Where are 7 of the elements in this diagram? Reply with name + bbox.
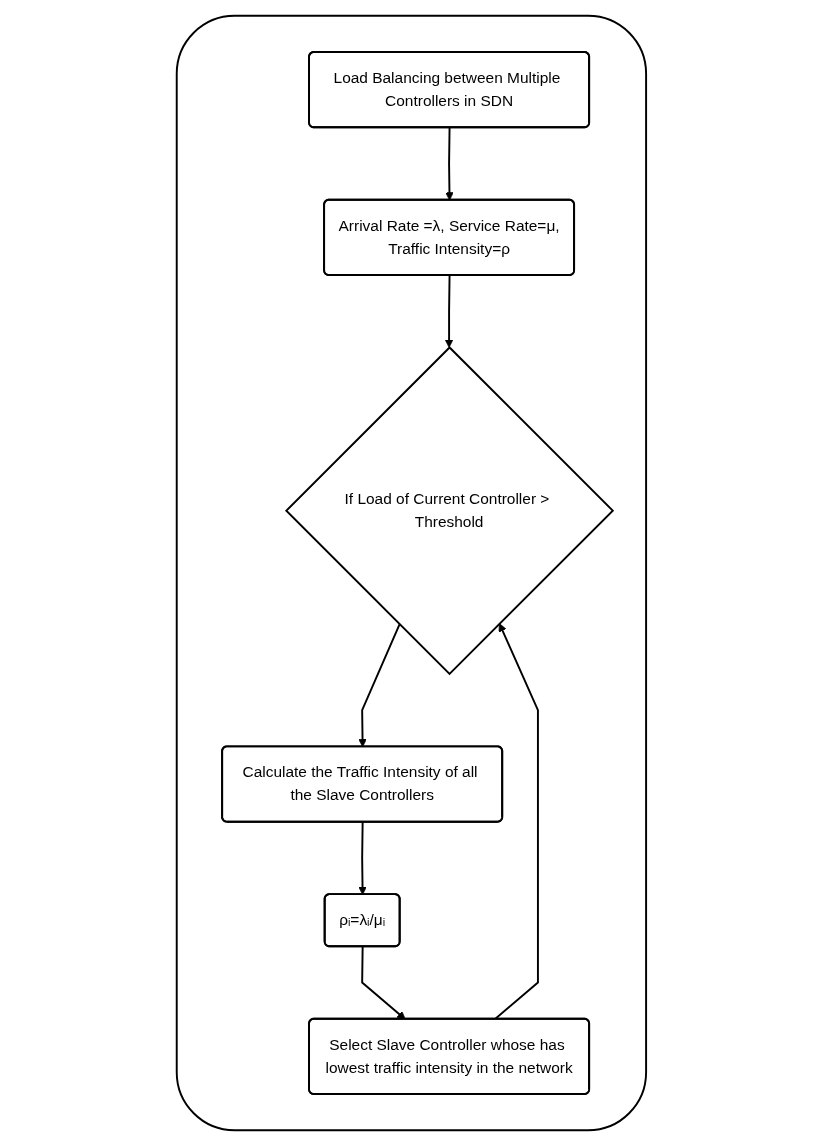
- arrow: [357, 623, 401, 748]
- arrow: [357, 821, 367, 895]
- arrow: [360, 945, 406, 1020]
- node-diamond: If Load of Current Controller > Threshold: [284, 346, 614, 676]
- cluster: [175, 14, 647, 1132]
- arrow: [444, 126, 454, 201]
- arrow: [444, 274, 453, 348]
